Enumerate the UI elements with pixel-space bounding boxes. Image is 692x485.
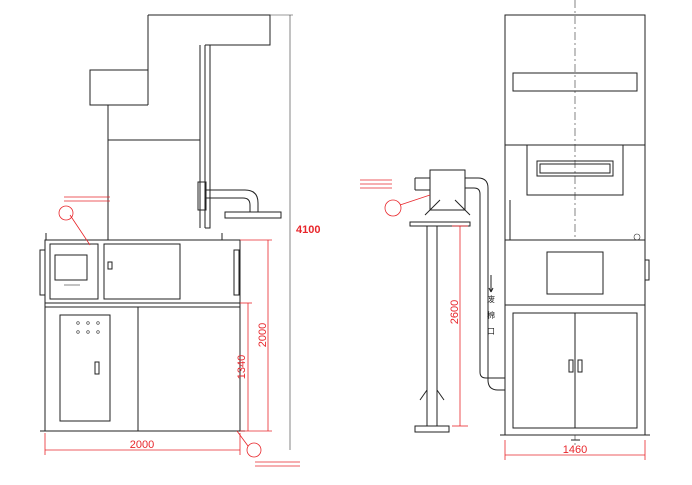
- dim-side-pipe-height: 2600: [449, 300, 461, 324]
- side-view: 废 棉 口 2600 1460: [360, 0, 650, 460]
- dim-front-mid-height: 2000: [257, 323, 269, 347]
- waste-outlet-char-2: 棉: [487, 310, 495, 320]
- front-view: 2000 1340 2000 4100: [39, 14, 320, 467]
- waste-outlet-char-1: 废: [487, 294, 495, 304]
- dim-total-height: 4100: [296, 224, 320, 236]
- dim-side-width: 1460: [563, 444, 587, 456]
- waste-outlet-char-3: 口: [487, 327, 495, 336]
- dim-front-lower-height: 1340: [236, 355, 248, 379]
- dim-front-width: 2000: [130, 439, 154, 451]
